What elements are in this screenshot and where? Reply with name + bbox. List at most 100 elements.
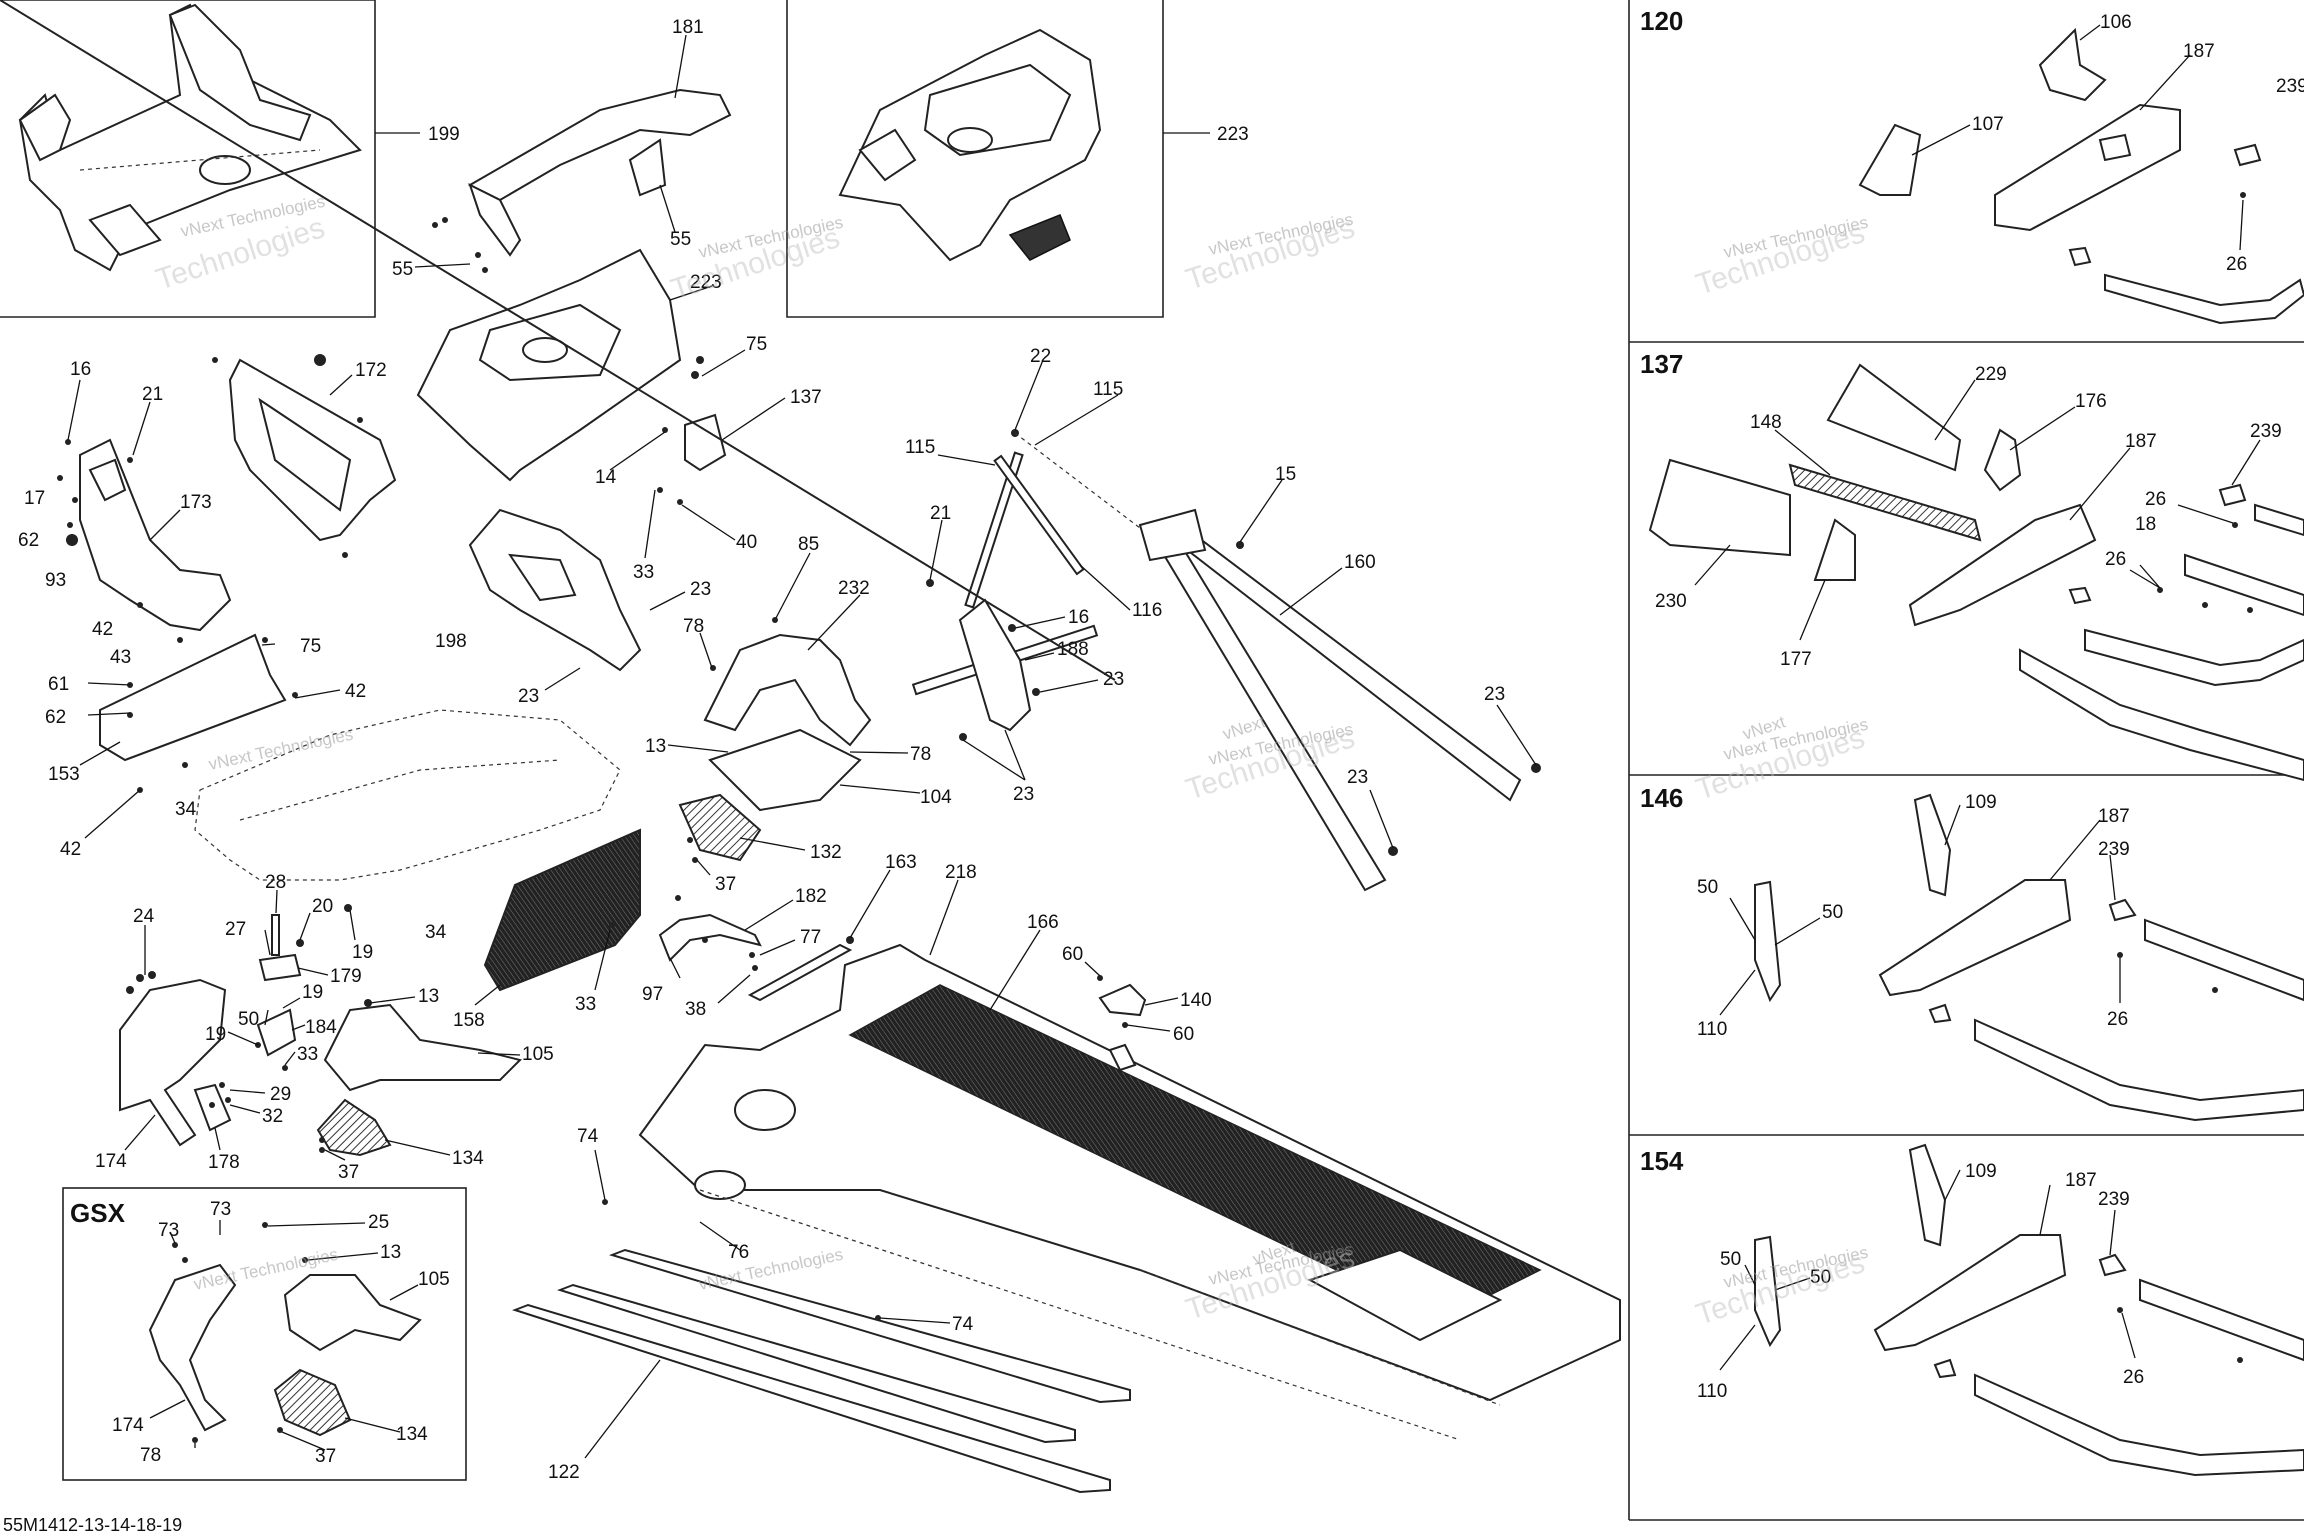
callout-140: 140 xyxy=(1180,990,1212,1011)
panel-154: 154 xyxy=(1640,1143,2304,1477)
r-callout-106: 106 xyxy=(2100,12,2132,33)
panel-146: 146 xyxy=(1640,783,2304,1122)
callout-22: 22 xyxy=(1030,346,1051,367)
gsx-label: GSX xyxy=(70,1198,126,1228)
callout-34a: 34 xyxy=(175,799,197,820)
rails-122 xyxy=(511,1248,1131,1494)
callout-178: 178 xyxy=(208,1152,240,1173)
callout-104: 104 xyxy=(920,787,952,808)
svg-text:vNext Technologies: vNext Technologies xyxy=(207,725,355,774)
callout-137: 137 xyxy=(790,387,822,408)
tunnel-218 xyxy=(0,0,1621,1441)
callout-55b: 55 xyxy=(670,229,691,250)
callout-20: 20 xyxy=(312,896,333,917)
callout-43: 43 xyxy=(110,647,131,668)
callout-172: 172 xyxy=(355,360,387,381)
callout-23b: 23 xyxy=(518,686,539,707)
callout-16a: 16 xyxy=(70,359,91,380)
r-callout-229: 229 xyxy=(1975,364,2007,385)
callout-14: 14 xyxy=(595,467,617,488)
gsx-callout-134: 134 xyxy=(396,1424,428,1445)
r-callout-177: 177 xyxy=(1780,649,1812,670)
callout-24: 24 xyxy=(133,906,155,927)
r-callout-187d: 187 xyxy=(2065,1170,2097,1191)
gsx-inset: GSX xyxy=(62,1187,467,1481)
callout-173: 173 xyxy=(180,492,212,513)
callout-122: 122 xyxy=(548,1462,580,1483)
support-198 xyxy=(468,508,642,672)
callout-60b: 60 xyxy=(1173,1024,1194,1045)
callout-21b: 21 xyxy=(930,503,951,524)
callout-74b: 74 xyxy=(952,1314,974,1335)
plate-104 xyxy=(708,728,862,812)
gsx-callout-37: 37 xyxy=(315,1446,336,1467)
callout-13b: 13 xyxy=(418,986,439,1007)
callout-29: 29 xyxy=(270,1084,291,1105)
svg-text:vNext Technologies: vNext Technologies xyxy=(697,1245,845,1294)
callout-42b: 42 xyxy=(345,681,366,702)
r-callout-187b: 187 xyxy=(2125,431,2157,452)
gsx-callout-78: 78 xyxy=(140,1445,161,1466)
callout-75b: 75 xyxy=(300,636,321,657)
callout-34b: 34 xyxy=(425,922,447,943)
callout-78a: 78 xyxy=(683,616,704,637)
r-callout-110a: 110 xyxy=(1697,1019,1727,1040)
callout-76: 76 xyxy=(728,1242,749,1263)
callout-15: 15 xyxy=(1275,464,1296,485)
callout-62a: 62 xyxy=(18,530,39,551)
callout-115a: 115 xyxy=(1093,379,1123,400)
bracket-178 xyxy=(193,1082,232,1132)
bracket-174 xyxy=(119,971,227,1147)
callout-40: 40 xyxy=(736,532,757,553)
r-callout-110b: 110 xyxy=(1697,1381,1727,1402)
gsx-callout-73b: 73 xyxy=(210,1199,231,1220)
svg-text:Technologies: Technologies xyxy=(1182,211,1359,297)
r-callout-18: 18 xyxy=(2135,514,2156,535)
bracket-232 xyxy=(703,617,872,747)
callout-23e: 23 xyxy=(1484,684,1505,705)
callout-37b: 37 xyxy=(338,1162,359,1183)
callout-55a: 55 xyxy=(392,259,413,280)
callout-199: 199 xyxy=(428,124,460,145)
callout-232: 232 xyxy=(838,578,870,599)
callout-19c: 19 xyxy=(205,1024,226,1045)
panel-120: 120 xyxy=(1640,6,2304,325)
callout-166: 166 xyxy=(1027,912,1059,933)
front-frame-173 xyxy=(57,438,232,643)
bracket-137 xyxy=(657,356,727,505)
callout-93: 93 xyxy=(45,570,66,591)
r-callout-176: 176 xyxy=(2075,391,2107,412)
r-callout-26c: 26 xyxy=(2105,549,2126,570)
panel-120-label: 120 xyxy=(1640,6,1683,36)
callout-78b: 78 xyxy=(910,744,931,765)
gsx-callout-13: 13 xyxy=(380,1242,401,1263)
right-panels-frame xyxy=(1628,0,2304,1521)
r-callout-50d: 50 xyxy=(1810,1267,1831,1288)
r-callout-26d: 26 xyxy=(2107,1009,2128,1030)
callout-160: 160 xyxy=(1344,552,1376,573)
heat-exchanger-158 xyxy=(483,828,641,992)
callout-13a: 13 xyxy=(645,736,666,757)
callout-17: 17 xyxy=(24,488,45,509)
callout-19a: 19 xyxy=(352,942,373,963)
callout-218: 218 xyxy=(945,862,977,883)
callout-198: 198 xyxy=(435,631,467,652)
callout-181: 181 xyxy=(672,17,704,38)
callout-33b: 33 xyxy=(297,1044,318,1065)
gsx-callout-25: 25 xyxy=(368,1212,389,1233)
r-callout-107: 107 xyxy=(1972,114,2004,135)
parts-179-184 xyxy=(255,904,352,1071)
gsx-callout-105: 105 xyxy=(418,1269,450,1290)
callout-75a: 75 xyxy=(746,334,767,355)
rods-115-116-160 xyxy=(911,429,1541,892)
r-callout-109a: 109 xyxy=(1965,792,1997,813)
panel-137: 137 xyxy=(1640,349,2304,782)
inset-rear-plate xyxy=(786,0,1164,318)
callout-38: 38 xyxy=(685,999,706,1020)
r-callout-148: 148 xyxy=(1750,412,1782,433)
gsx-callout-174: 174 xyxy=(112,1415,144,1436)
r-callout-239b: 239 xyxy=(2250,421,2282,442)
callout-27: 27 xyxy=(225,919,246,940)
callout-134a: 134 xyxy=(452,1148,484,1169)
panel-154-label: 154 xyxy=(1640,1146,1684,1176)
